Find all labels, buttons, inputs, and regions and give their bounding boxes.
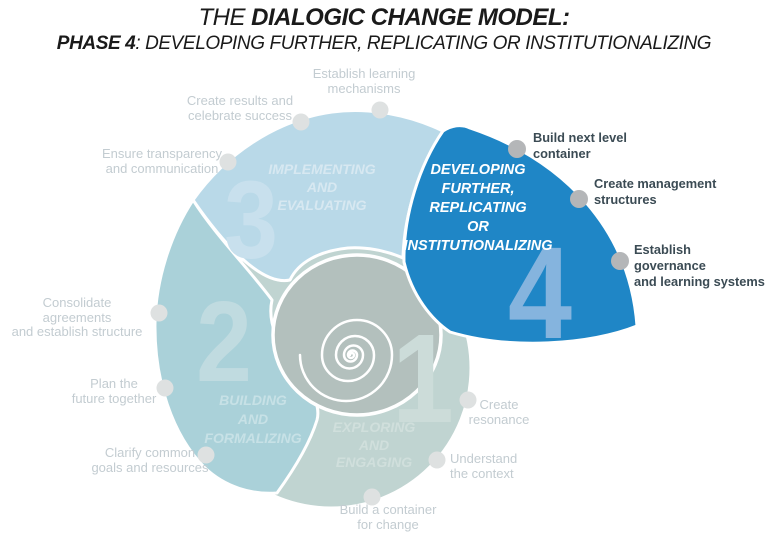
- title-main: DIALOGIC CHANGE MODEL:: [251, 4, 570, 31]
- step-label-consolidate: Consolidate agreements and establish str…: [11, 295, 143, 339]
- step-label-understand-context: Understand the context: [450, 451, 518, 481]
- phase-3-name: IMPLEMENTING AND EVALUATING: [268, 161, 376, 213]
- step-label-management-structures: Create management structures: [594, 176, 717, 207]
- step-dot-governance-systems: [611, 252, 629, 270]
- step-dot-build-container: [363, 488, 381, 506]
- phase-1-number: 1: [392, 308, 454, 449]
- step-label-plan-future: Plan the future together: [71, 376, 157, 406]
- step-dot-management-structures: [570, 190, 588, 208]
- step-dot-ensure-transparency: [219, 153, 237, 171]
- title-prefix: THE: [198, 4, 252, 31]
- phase-2-petal: [153, 198, 320, 495]
- subtitle-phase: PHASE 4: [56, 33, 136, 54]
- step-dot-establish-learning: [371, 101, 389, 119]
- phase-1-name: EXPLORING AND ENGAGING: [332, 419, 416, 470]
- step-dot-create-results: [292, 113, 310, 131]
- step-label-build-container: Build a container for change: [339, 502, 437, 532]
- subtitle-rest: : DEVELOPING FURTHER, REPLICATING OR INS…: [135, 33, 712, 54]
- step-label-establish-learning: Establish learning mechanisms: [312, 66, 416, 96]
- page-subtitle: PHASE 4: DEVELOPING FURTHER, REPLICATING…: [0, 31, 768, 57]
- step-dot-understand-context: [428, 451, 446, 469]
- phase-4-name: DEVELOPING FURTHER, REPLICATING OR INSTI…: [403, 162, 553, 254]
- page-title: THE DIALOGIC CHANGE MODEL:: [0, 5, 768, 31]
- phase-4-petal: [402, 124, 639, 345]
- step-dot-clarify-goals: [197, 446, 215, 464]
- diagram-header: THE DIALOGIC CHANGE MODEL: PHASE 4: DEVE…: [0, 5, 768, 57]
- step-label-ensure-transparency: Ensure transparency and communication: [102, 146, 222, 176]
- step-label-clarify-goals: Clarify common goals and resources: [91, 445, 209, 475]
- step-label-next-level-container: Build next level container: [533, 130, 627, 161]
- step-dot-next-level-container: [508, 140, 526, 158]
- step-label-create-resonance: Create resonance: [468, 397, 530, 427]
- phase-2-name: BUILDING AND FORMALIZING: [204, 392, 302, 446]
- phase-2-number: 2: [196, 279, 252, 406]
- phase-4-number: 4: [507, 219, 573, 366]
- step-dot-plan-future: [156, 379, 174, 397]
- step-dot-create-resonance: [459, 391, 477, 409]
- step-label-governance-systems: Establish governance and learning system…: [634, 242, 765, 289]
- phase-3-number: 3: [224, 159, 278, 282]
- spiral-icon: [298, 318, 394, 403]
- step-dot-consolidate: [150, 304, 168, 322]
- step-label-create-results: Create results and celebrate success: [186, 93, 294, 123]
